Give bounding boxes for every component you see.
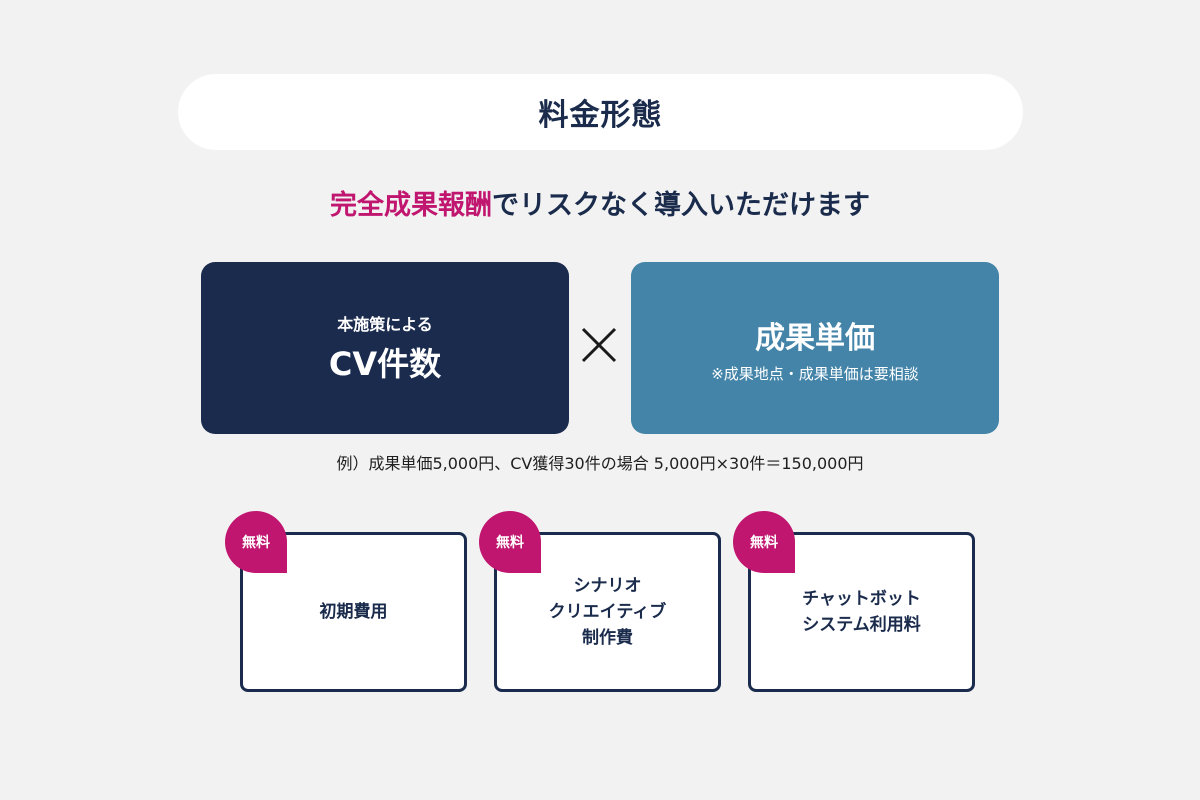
cv-count-box: 本施策による CV件数 bbox=[201, 262, 569, 434]
free-card-system-fee: 無料 チャットボット システム利用料 bbox=[733, 511, 975, 692]
free-card-initial-fee: 無料 初期費用 bbox=[225, 511, 467, 692]
free-card-label: 初期費用 bbox=[319, 602, 388, 622]
unit-price-box: 成果単価 ※成果地点・成果単価は要相談 bbox=[631, 262, 999, 434]
example-text: 例）成果単価5,000円、CV獲得30件の場合 5,000円×30件＝150,0… bbox=[336, 454, 864, 473]
tagline-accent: 完全成果報酬 bbox=[330, 190, 492, 221]
multiply-icon bbox=[581, 327, 617, 363]
cv-count-caption: 本施策による bbox=[337, 315, 433, 334]
title-banner: 料金形態 bbox=[178, 74, 1023, 150]
tagline-rest: でリスクなく導入いただけます bbox=[492, 190, 870, 221]
free-badge: 無料 bbox=[733, 511, 795, 573]
unit-price-note: ※成果地点・成果単価は要相談 bbox=[711, 364, 919, 383]
free-badge: 無料 bbox=[479, 511, 541, 573]
cv-count-label: CV件数 bbox=[328, 345, 442, 383]
page-title: 料金形態 bbox=[538, 98, 663, 133]
tagline: 完全成果報酬でリスクなく導入いただけます bbox=[0, 186, 1200, 226]
unit-price-label: 成果単価 bbox=[755, 320, 875, 356]
free-card-creative-fee: 無料 シナリオ クリエイティブ 制作費 bbox=[479, 511, 721, 692]
free-badge: 無料 bbox=[225, 511, 287, 573]
free-card-label: チャットボット システム利用料 bbox=[802, 589, 921, 635]
free-card-label: シナリオ クリエイティブ 制作費 bbox=[548, 576, 667, 648]
